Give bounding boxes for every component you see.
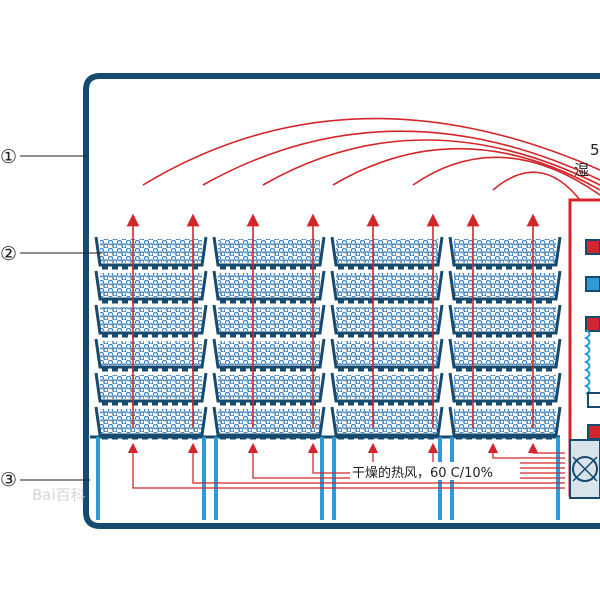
- callout-1: ①: [0, 146, 17, 168]
- watermark-logo: Bai百科: [32, 486, 86, 504]
- tray-product: [336, 375, 438, 399]
- tray: [212, 406, 326, 437]
- tray: [94, 372, 208, 403]
- tray-product: [218, 239, 320, 263]
- tray-product: [100, 273, 202, 297]
- feed-line: [127, 442, 565, 489]
- tray-stacks: [94, 236, 562, 520]
- tray: [330, 270, 444, 301]
- tray: [94, 304, 208, 335]
- tray: [94, 236, 208, 267]
- tray: [330, 372, 444, 403]
- airflow-arc: [262, 139, 600, 186]
- support-post: [202, 437, 206, 520]
- tray-product: [336, 409, 438, 433]
- tray: [212, 372, 326, 403]
- tray: [94, 406, 208, 437]
- tray: [212, 304, 326, 335]
- tray: [448, 338, 562, 369]
- tray-product: [100, 307, 202, 331]
- heater-unit: [568, 198, 600, 499]
- top-right-text: 湿: [574, 161, 589, 179]
- tray: [330, 236, 444, 267]
- tray-product: [336, 341, 438, 365]
- tray: [212, 338, 326, 369]
- support-post: [214, 437, 218, 520]
- airflow-arc: [332, 147, 600, 191]
- tray-product: [100, 409, 202, 433]
- airflow-arc: [142, 117, 600, 186]
- chamber-wall: [83, 73, 600, 529]
- tray-product: [100, 341, 202, 365]
- airflow-arc: [492, 171, 581, 201]
- tray: [94, 338, 208, 369]
- hot-air-label: 干燥的热风，60 C/10%: [352, 465, 493, 481]
- top-airflow-curves: [142, 117, 600, 201]
- tray: [448, 406, 562, 437]
- tray-product: [336, 273, 438, 297]
- tray: [212, 236, 326, 267]
- tray: [330, 406, 444, 437]
- tray-product: [454, 307, 556, 331]
- tray: [448, 372, 562, 403]
- tray: [448, 270, 562, 301]
- tray-product: [218, 273, 320, 297]
- tray-product: [100, 239, 202, 263]
- tray: [448, 236, 562, 267]
- tray-product: [336, 239, 438, 263]
- tray-product: [218, 307, 320, 331]
- tray-product: [454, 341, 556, 365]
- upward-airflow: [126, 213, 540, 428]
- tray-product: [454, 273, 556, 297]
- tray-product: [100, 375, 202, 399]
- feed-line: [487, 442, 565, 459]
- tray: [212, 270, 326, 301]
- tray-product: [454, 375, 556, 399]
- callout-3: ③: [0, 469, 17, 491]
- tray: [330, 304, 444, 335]
- tray-product: [218, 341, 320, 365]
- tray-product: [454, 409, 556, 433]
- feed-line: [527, 442, 565, 454]
- tray: [330, 338, 444, 369]
- top-right-number: 5: [590, 141, 600, 159]
- feed-line: [187, 442, 565, 484]
- airflow-arc: [412, 156, 600, 196]
- support-post: [96, 437, 100, 520]
- callout-2: ②: [0, 243, 17, 265]
- tray-product: [218, 409, 320, 433]
- tray-product: [336, 307, 438, 331]
- airflow-arc: [202, 130, 600, 186]
- tray-product: [218, 375, 320, 399]
- tray: [448, 304, 562, 335]
- tray: [94, 270, 208, 301]
- tray-product: [454, 239, 556, 263]
